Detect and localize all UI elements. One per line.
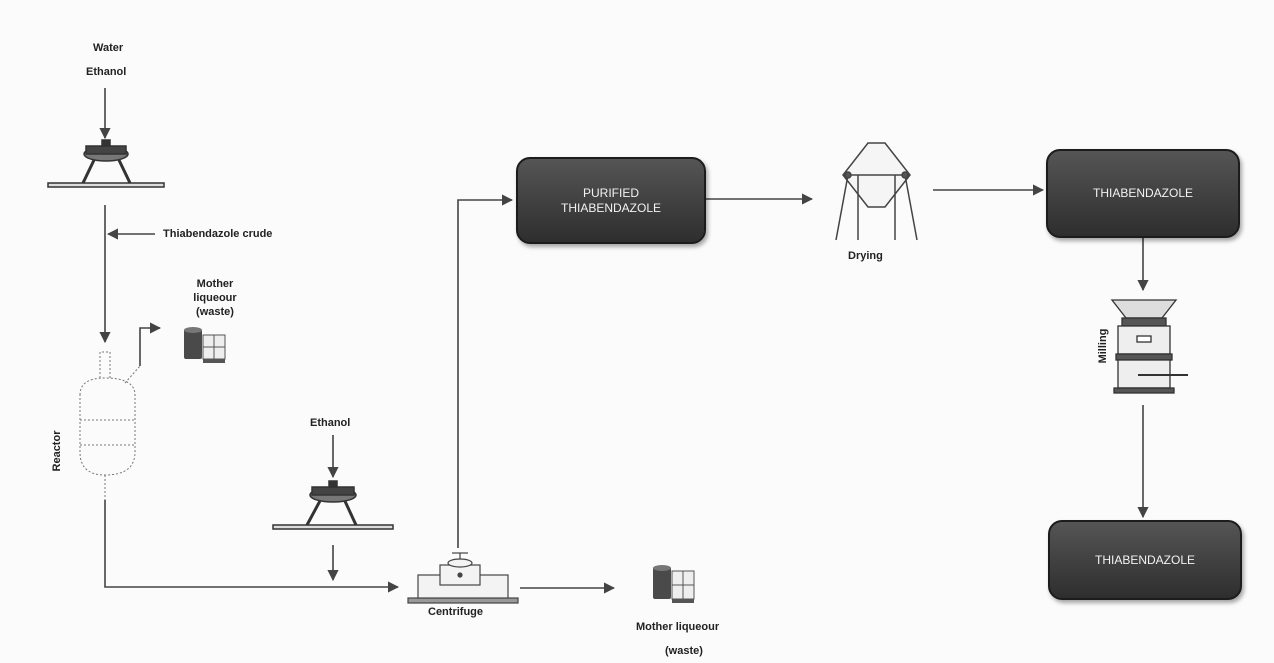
milling-label: Milling [1097, 328, 1109, 364]
purified-box-line2: THIABENDAZOLE [560, 200, 662, 215]
input-crude-label: Thiabendazole crude [163, 228, 273, 240]
input-water-label: Water [93, 42, 124, 54]
double-cone-dryer-icon [835, 142, 918, 241]
waste-label-1-line3: (waste) [196, 306, 234, 318]
mill-icon [1110, 299, 1188, 394]
line-reactor-to-waste1 [139, 322, 162, 366]
waste-label-2-line1: Mother liqueour [636, 621, 720, 633]
waste-drums-icon [184, 327, 226, 363]
waste-label-1: Mother liqueour (waste) [180, 277, 250, 319]
waste-label-1-line2: liqueour [193, 292, 237, 304]
centrifuge-label: Centrifuge [428, 606, 483, 618]
reactor-vessel-icon [79, 351, 141, 500]
line-centrifuge-to-purified [457, 194, 514, 548]
waste-label-2-line2: (waste) [665, 645, 703, 657]
thiabendazole-box-1: THIABENDAZOLE [1046, 149, 1240, 238]
input-ethanol-top-label: Ethanol [86, 66, 127, 78]
waste-label-1-line1: Mother [196, 278, 234, 290]
purified-thiabendazole-box: PURIFIED THIABENDAZOLE [516, 157, 706, 244]
mixing-tank-icon-2 [272, 480, 394, 530]
centrifuge-icon [407, 552, 519, 604]
line-reactor-to-centrifuge [104, 500, 400, 593]
thiabendazole-box-2: THIABENDAZOLE [1048, 520, 1242, 600]
input-ethanol-mid-label: Ethanol [310, 417, 351, 429]
drying-label: Drying [848, 250, 883, 262]
mixing-tank-icon [47, 139, 165, 188]
reactor-label: Reactor [51, 430, 63, 472]
purified-box-line1: PURIFIED [582, 185, 639, 200]
waste-drums-icon-2 [653, 565, 695, 603]
